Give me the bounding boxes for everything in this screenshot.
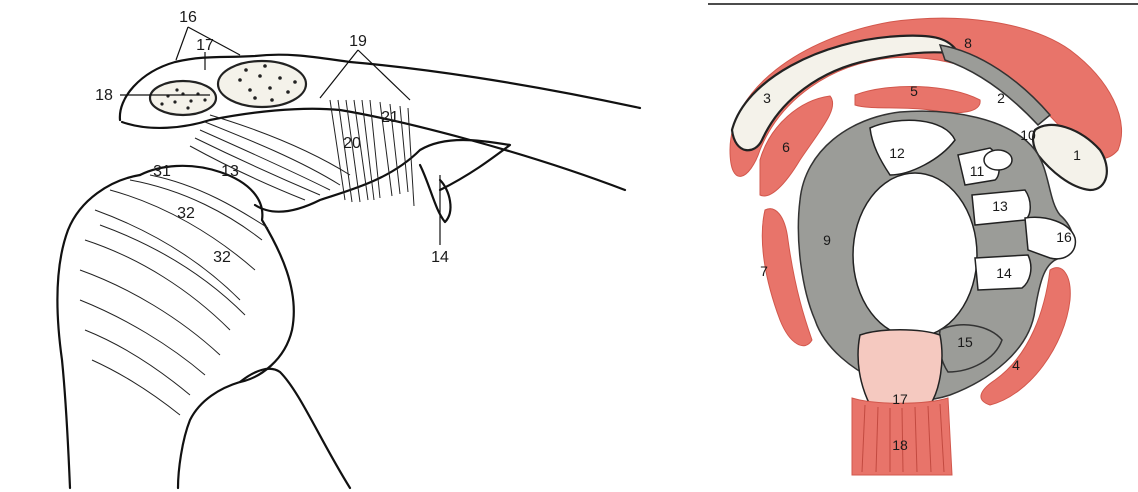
label-3: 3	[763, 90, 771, 106]
acromion-section	[218, 61, 306, 107]
label-2: 2	[997, 90, 1005, 106]
label-18: 18	[892, 437, 908, 453]
coracoid-process	[255, 140, 510, 212]
coracoacromial-ligament	[190, 115, 350, 200]
label-14: 14	[431, 249, 449, 266]
label-8: 8	[964, 35, 972, 51]
label-11: 11	[970, 163, 985, 179]
label-15: 15	[957, 334, 973, 350]
label-12: 12	[889, 145, 905, 161]
label-14: 14	[996, 265, 1012, 281]
label-31: 31	[153, 163, 171, 180]
label-7: 7	[760, 263, 768, 279]
label-10: 10	[1020, 127, 1036, 143]
label-19: 19	[349, 33, 367, 50]
label-13: 13	[992, 198, 1008, 214]
label-16: 16	[1056, 229, 1072, 245]
label-6: 6	[782, 139, 790, 155]
humeral-head-bulge	[140, 166, 294, 488]
label-16: 16	[179, 9, 197, 26]
glenoid-face	[853, 173, 977, 337]
label-18: 18	[95, 87, 113, 104]
acromion-underside	[122, 109, 625, 190]
label-9: 9	[823, 232, 831, 248]
label-21: 21	[381, 109, 399, 126]
clavicle-section	[150, 81, 216, 115]
right-glenoid-diagram: 8 3 2 5 10 1 6 12 11 13 16 9 14 7 15 4 1…	[690, 0, 1138, 492]
label-5: 5	[910, 83, 918, 99]
label-1: 1	[1073, 147, 1081, 163]
label-17: 17	[196, 37, 214, 54]
label-13: 13	[221, 163, 239, 180]
label-32-lower: 32	[213, 249, 231, 266]
humerus-shaft-right	[240, 369, 350, 488]
tendon-10-knob	[984, 150, 1012, 170]
label-20: 20	[343, 135, 361, 152]
label-17: 17	[892, 391, 908, 407]
left-shoulder-drawing: 16 17 18 19 20 21 31 13 32 32 14	[0, 0, 650, 492]
coracoid-tip	[420, 165, 450, 222]
label-32-upper: 32	[177, 205, 195, 222]
humeral-head-outline	[57, 175, 140, 488]
coracoclavicular-ligament	[330, 100, 414, 206]
muscle-striations	[80, 175, 268, 415]
label-4: 4	[1012, 357, 1020, 373]
